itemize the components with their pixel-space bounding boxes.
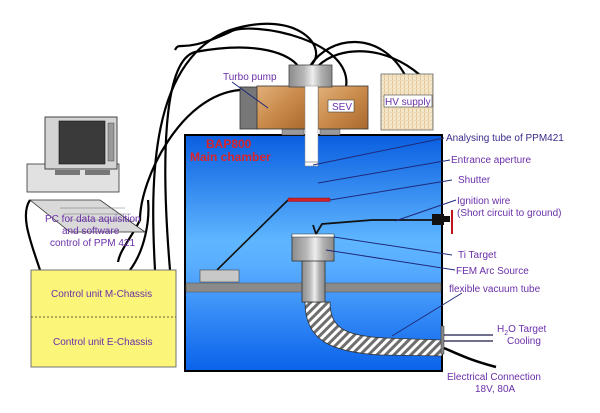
label-ignition-wire-note: (Short circuit to ground) — [457, 208, 562, 219]
leader-ignition-wire — [394, 199, 457, 222]
label-ignition-wire: Ignition wire — [457, 196, 511, 207]
turbo-pump-leader — [231, 81, 269, 109]
ti-target — [291, 233, 335, 238]
shutter-base — [199, 269, 240, 283]
top-flange — [288, 64, 333, 88]
label-shutter: Shutter — [458, 175, 491, 186]
label-entrance-aperture: Entrance aperture — [451, 155, 531, 166]
pc-drive-2 — [85, 170, 110, 175]
flange-left — [281, 128, 305, 136]
flange-right — [319, 128, 341, 136]
leader-shutter — [329, 179, 453, 201]
electrical-cable — [443, 346, 497, 369]
chamber-title-line2: Main chamber — [190, 150, 271, 164]
monitor-screen — [58, 120, 106, 165]
turbo-pump-label: Turbo pump — [223, 72, 277, 83]
shutter-assembly — [199, 197, 331, 283]
control-units: Control unit M-Chassis Control unit E-Ch… — [30, 269, 177, 368]
cables — [24, 22, 421, 271]
leader-fem-arc — [325, 249, 456, 271]
label-analysing-tube: Analysing tube of PPM421 — [446, 133, 564, 144]
cable-control-to-top — [164, 46, 299, 271]
shutter-arm — [216, 199, 289, 271]
hv-supply-label-box — [383, 94, 433, 108]
leader-ti-target — [333, 236, 453, 256]
right-labels: Analysing tube of PPM421 Entrance apertu… — [446, 133, 564, 395]
keyboard-icon — [28, 199, 147, 233]
pc-computer: PC for data aquisition and software cont… — [26, 116, 147, 249]
fem-arc-source — [291, 234, 335, 262]
leader-entrance-aperture — [317, 159, 451, 184]
leader-lines — [312, 137, 463, 337]
sev-label-box — [327, 99, 355, 113]
cable-pc-left — [24, 199, 42, 271]
label-electrical-connection: Electrical Connection — [447, 372, 541, 383]
analysing-tube — [304, 85, 319, 167]
control-unit-box — [30, 269, 177, 368]
shutter-plate — [287, 197, 331, 202]
ignition-wire — [312, 219, 432, 235]
pc-label-line3: control of PPM 421 — [50, 238, 135, 249]
ignition-connector — [444, 216, 450, 222]
cable-turbo-to-control — [116, 88, 241, 263]
pc-label-line1: PC for data aquisition — [45, 214, 141, 225]
control-unit-m-chassis: Control unit M-Chassis — [51, 289, 152, 300]
turbo-pump-side — [239, 86, 259, 130]
label-flexible-vacuum-tube: flexible vacuum tube — [449, 284, 541, 295]
label-ti-target: Ti Target — [458, 250, 497, 261]
hv-supply-label: HV supply — [385, 97, 431, 108]
cable-hv-2 — [317, 50, 421, 76]
label-fem-arc-source: FEM Arc Source — [456, 266, 529, 277]
leader-flexible-tube — [391, 292, 463, 337]
rear-flange — [440, 325, 445, 355]
turbo-pump-assembly: SEV Turbo pump — [223, 64, 369, 167]
label-h2o-cooling-line2: Cooling — [507, 336, 541, 347]
pc-label-line2: and software — [62, 226, 120, 237]
cable-sev-loop — [174, 27, 348, 93]
control-unit-e-chassis: Control unit E-Chassis — [53, 337, 152, 348]
cable-hv-1 — [309, 40, 406, 76]
label-h2o-cooling-line1: H2O Target — [497, 324, 547, 337]
arc-source-assembly — [291, 210, 453, 357]
pc-drive-1 — [55, 170, 80, 175]
label-electrical-rating: 18V, 80A — [475, 384, 516, 395]
hv-supply: HV supply — [380, 73, 434, 131]
sev-label: SEV — [332, 102, 352, 113]
turbo-pump-body — [256, 85, 308, 130]
cable-pc-right — [129, 199, 150, 271]
leader-analysing-tube — [312, 137, 445, 166]
monitor-controls — [107, 122, 115, 162]
feedthroughs — [440, 325, 497, 369]
ignition-feedthrough — [432, 214, 444, 225]
chamber-title-line1: BAP800 — [206, 137, 252, 151]
arc-source-stem — [301, 259, 326, 303]
